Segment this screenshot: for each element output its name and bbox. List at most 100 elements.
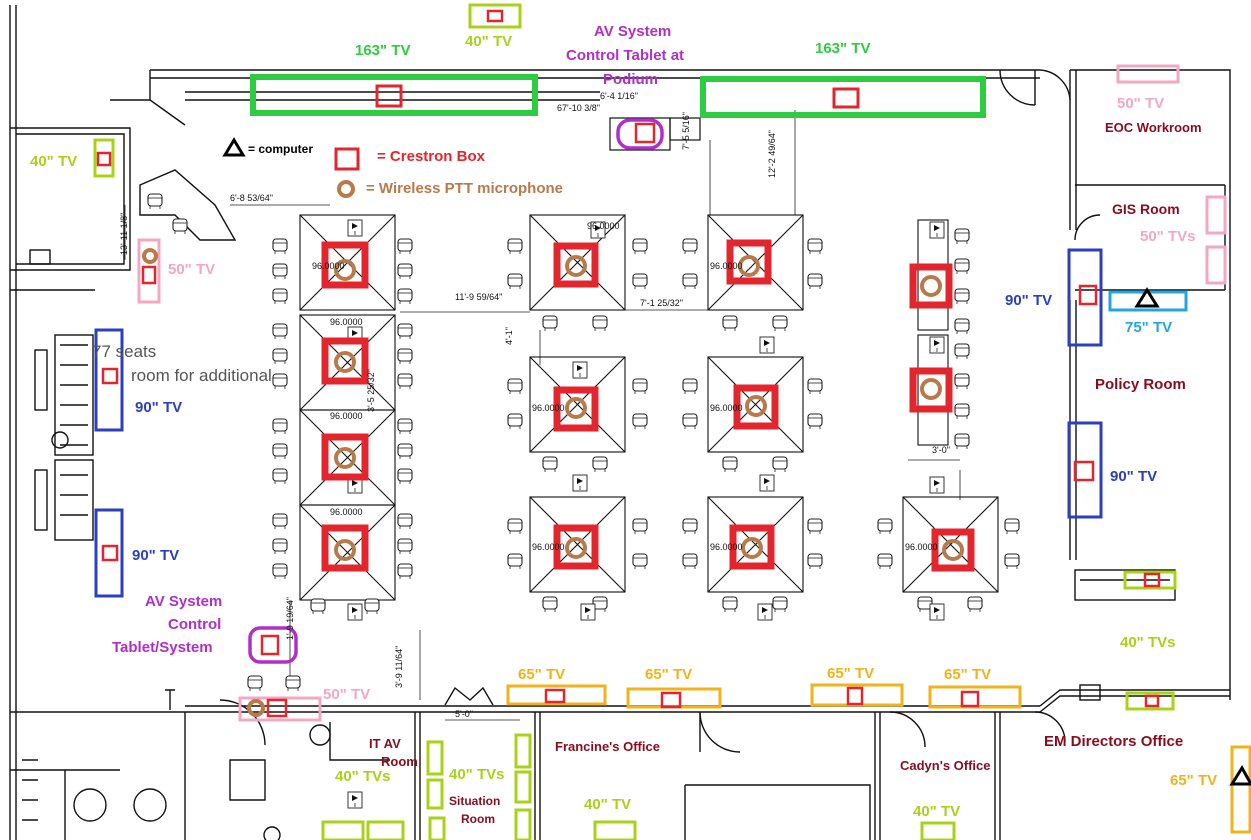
computer-icon xyxy=(222,137,246,157)
tv-40-right-a-rect xyxy=(1123,570,1177,590)
tv-50-left-rect xyxy=(137,238,161,304)
crestron-box xyxy=(634,122,656,144)
crestron-box xyxy=(1073,460,1095,482)
crestron-box xyxy=(141,265,157,285)
dim-label: 7'-5 5/16" xyxy=(681,112,691,150)
table-size-label: 96.0000 xyxy=(710,261,743,271)
tv-40-cadyn-label: 40" TV xyxy=(913,803,961,820)
dim-label: 3'-9 11/64" xyxy=(394,645,404,688)
tv-40-left-label: 40" TV xyxy=(30,153,78,170)
av-left-line2: Control xyxy=(168,616,222,633)
legend-microphone: = Wireless PTT microphone xyxy=(366,180,563,197)
tv-40-sit-d-rect xyxy=(514,733,532,769)
tv-40-sit-f-rect xyxy=(514,808,532,840)
crestron-box xyxy=(729,524,775,570)
av-top-line1: AV System xyxy=(594,23,672,40)
microphone xyxy=(920,378,942,400)
dim-label: 6'-4 1/16" xyxy=(600,91,638,101)
monitors xyxy=(347,219,945,809)
tv-65-b-rect xyxy=(626,687,722,709)
dim-label: 13'-11 1/8" xyxy=(119,212,129,255)
tv-40-left-rect xyxy=(93,138,115,178)
crestron-box xyxy=(321,241,369,289)
dim-label: 11'-9 59/64" xyxy=(455,292,503,302)
crestron-box xyxy=(101,367,119,385)
room-francines-office: Francine's Office xyxy=(555,739,660,754)
room-em-directors-office: EM Directors Office xyxy=(1044,733,1184,750)
room-policy: Policy Room xyxy=(1095,376,1186,393)
crestron-box xyxy=(486,9,504,23)
table-cluster-left xyxy=(299,214,396,601)
table-size-label: 96.0000 xyxy=(587,221,620,231)
crestron-box xyxy=(260,634,280,656)
crestron-box xyxy=(726,239,772,285)
av-top-line2: Control Tablet at xyxy=(566,47,685,64)
walls xyxy=(9,5,1231,840)
crestron-box xyxy=(553,524,599,570)
dim-label: 5'-0" xyxy=(455,709,473,719)
crestron-box xyxy=(553,386,599,432)
room-situation-line1: Situation xyxy=(449,794,501,808)
microphone xyxy=(247,699,265,717)
crestron-box xyxy=(101,544,119,562)
tv-40-sit-c-rect xyxy=(428,816,446,840)
dim-label: 3'-0" xyxy=(932,445,950,455)
crestron-box xyxy=(321,524,369,572)
crestron-box xyxy=(544,688,566,704)
microphone xyxy=(334,539,356,561)
table-cluster-middle xyxy=(529,214,999,593)
dim-label: 1'-9 19/64" xyxy=(285,597,295,640)
microphone-legend xyxy=(337,180,355,198)
table-size-label: 96.0000 xyxy=(532,542,565,552)
tv-163-right-rect xyxy=(700,76,986,118)
tv-90-left-b-label: 90" TV xyxy=(132,547,180,564)
crestron-box xyxy=(832,87,860,109)
microphone xyxy=(334,447,356,469)
tv-163-left-label: 163" TV xyxy=(355,42,411,59)
tv-40-francine-label: 40" TV xyxy=(584,796,632,813)
tv-40-itav-b-rect xyxy=(366,820,405,840)
tv-65-e-label: 65" TV xyxy=(1170,772,1218,789)
tv-65-a-label: 65" TV xyxy=(518,666,566,683)
table-size-label: 96.0000 xyxy=(330,317,363,327)
dimension-lines xyxy=(124,110,961,721)
crestron-box xyxy=(266,698,288,718)
room-it-av-line2: Room xyxy=(381,754,418,769)
microphone xyxy=(741,537,763,559)
tv-50-gis-b-rect xyxy=(1205,245,1227,285)
tv-90-policy-b-label: 90" TV xyxy=(1110,468,1158,485)
microphone xyxy=(565,537,587,559)
av-podium-rect xyxy=(616,118,664,150)
crestron-box xyxy=(960,690,980,708)
microphone xyxy=(334,259,356,281)
tv-40s-right-label: 40" TVs xyxy=(1120,634,1176,651)
tv-40-sit-e-rect xyxy=(514,770,532,804)
dim-label: 7'-1 25/32" xyxy=(640,298,683,308)
table-size-label: 96.0000 xyxy=(330,411,363,421)
microphones xyxy=(142,180,964,717)
crestron-box xyxy=(909,263,953,309)
tv-50-eoc-label: 50" TV xyxy=(1117,95,1165,112)
microphone xyxy=(942,539,964,561)
tv-90-policy-a-rect xyxy=(1067,248,1103,347)
table-size-label: 96.0000 xyxy=(330,507,363,517)
dim-label: 4'-1" xyxy=(504,327,514,345)
tv-40-top-label: 40" TV xyxy=(465,33,513,50)
table-size-label: 96.0000 xyxy=(710,542,743,552)
microphone xyxy=(920,275,942,297)
tv-40-francine-rect xyxy=(593,820,637,840)
av-top-line3: Podium xyxy=(603,71,658,88)
tv-90-left-a-rect xyxy=(94,328,124,432)
tv-markers xyxy=(93,3,1251,840)
crestron-box xyxy=(321,433,369,481)
table-size-label: 96.0000 xyxy=(532,403,565,413)
av-left-rect xyxy=(248,626,298,664)
tv-40-sit-b-rect xyxy=(426,778,444,810)
tv-50-left-label: 50" TV xyxy=(168,261,216,278)
table-size-label: 96.0000 xyxy=(710,403,743,413)
room-eoc-workroom: EOC Workroom xyxy=(1105,120,1202,135)
tv-40-top-rect xyxy=(468,3,522,29)
legend-crestron: = Crestron Box xyxy=(377,148,485,165)
table-size-label: 96.0000 xyxy=(905,542,938,552)
